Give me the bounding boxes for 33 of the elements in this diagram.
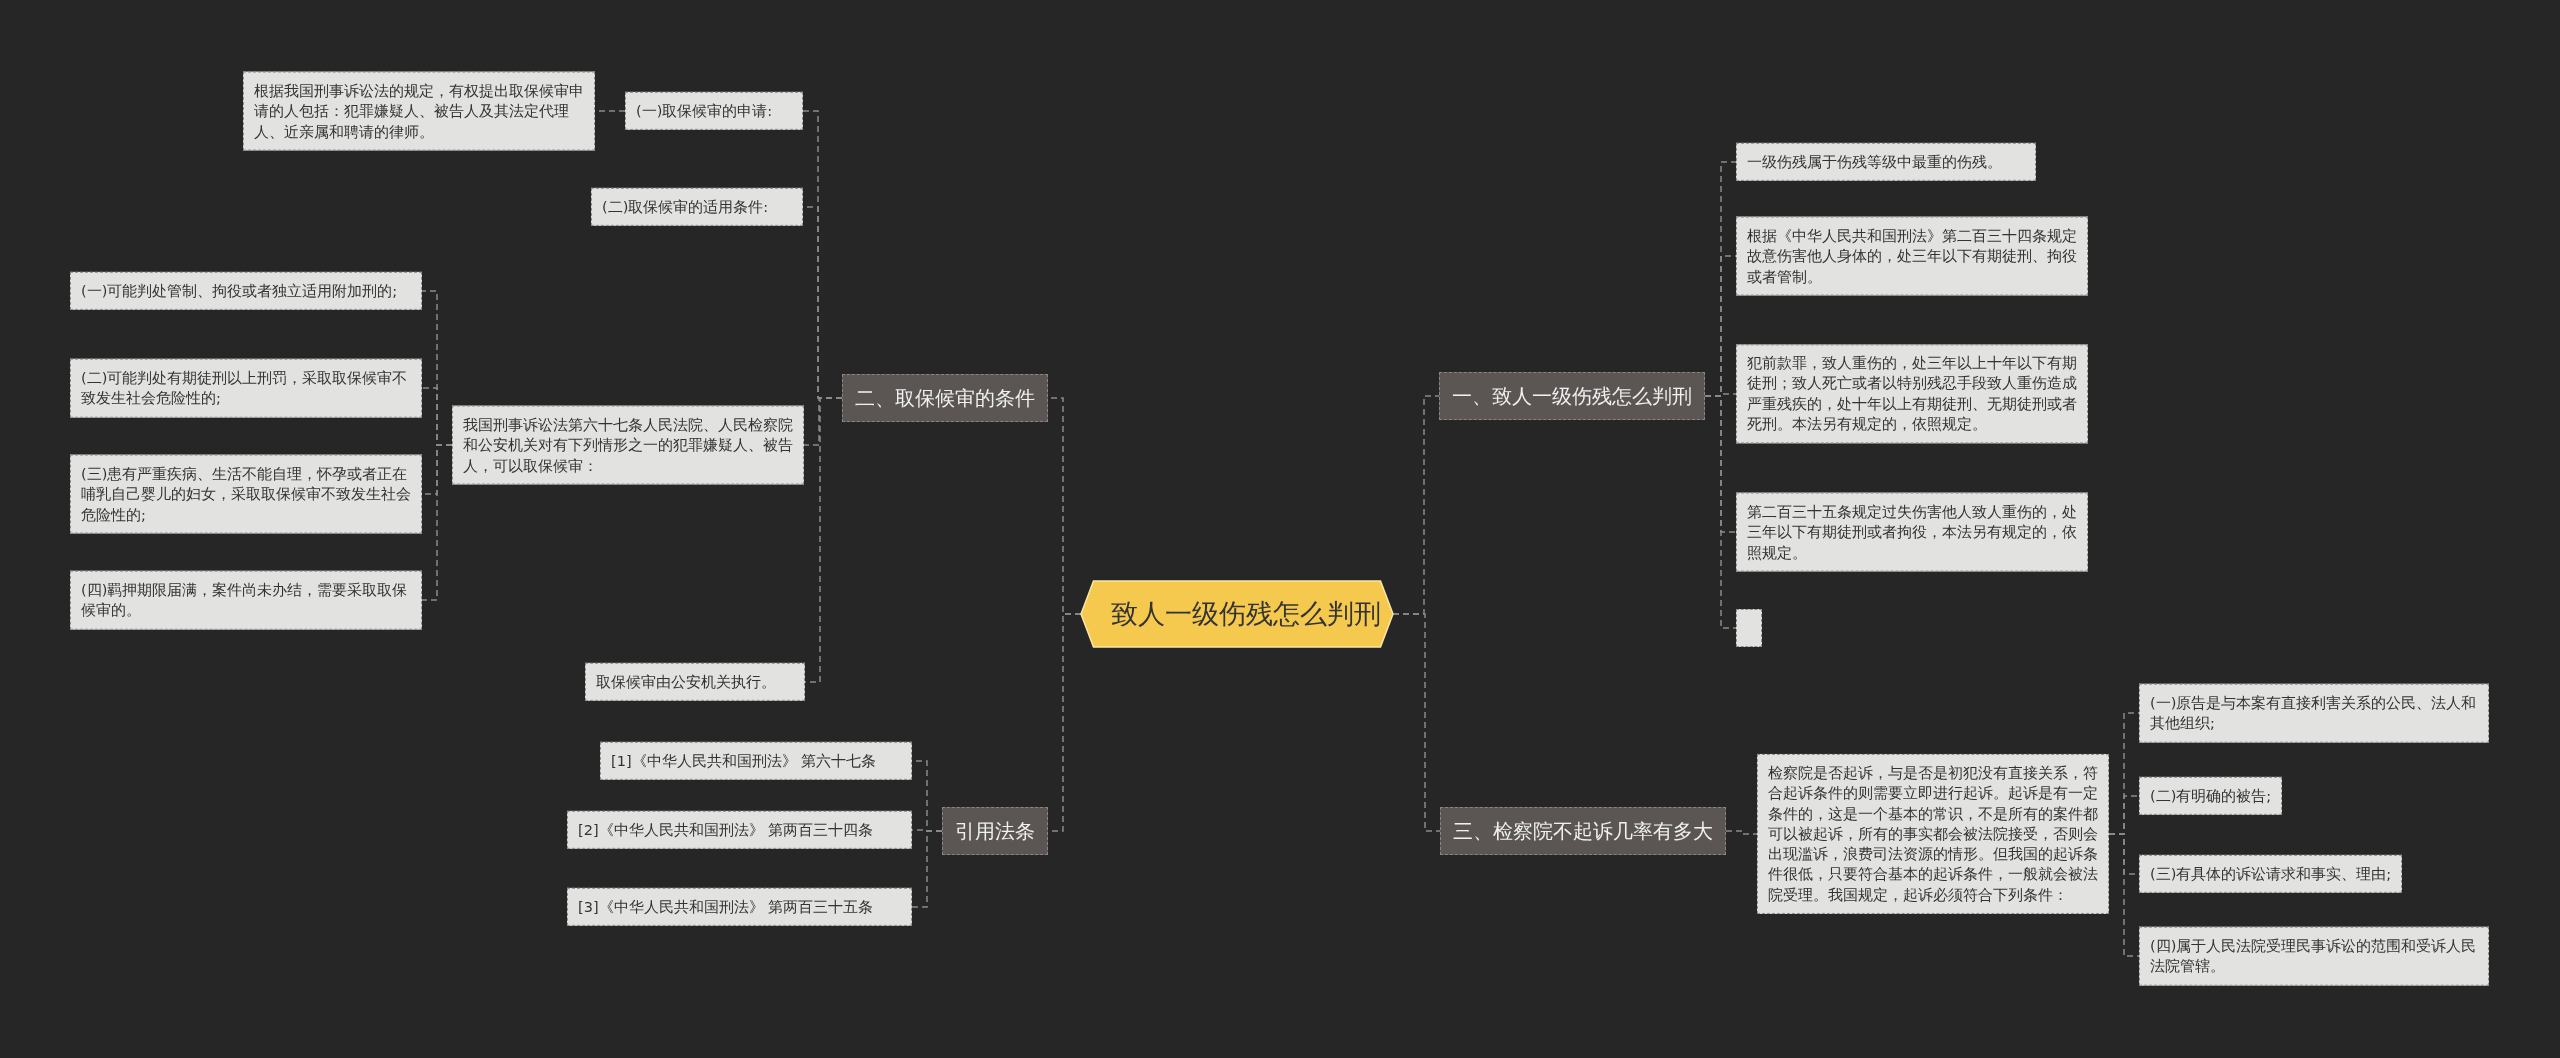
- note-box: (四)羁押期限届满，案件尚未办结，需要采取取保候审的。: [70, 570, 422, 630]
- central-topic-hexagon: 致人一级伤残怎么判刑: [1081, 581, 1393, 647]
- note-box: (一)取保候审的申请:: [625, 91, 803, 131]
- note-box: 根据《中华人民共和国刑法》第二百三十四条规定故意伤害他人身体的，处三年以下有期徒刑、拘役或者管制。: [1736, 216, 2088, 296]
- note-box: (二)可能判处有期徒刑以上刑罚，采取取保候审不致发生社会危险性的;: [70, 358, 422, 418]
- connector-line: [2108, 833, 2140, 957]
- note-box: 取保候审由公安机关执行。: [585, 662, 805, 702]
- note-box: 一级伤残属于伤残等级中最重的伤残。: [1736, 142, 2036, 182]
- note-box: (一)原告是与本案有直接利害关系的公民、法人和其他组织;: [2139, 683, 2489, 743]
- note-box: (三)患有严重疾病、生活不能自理，怀孕或者正在哺乳自己婴儿的妇女，采取取保候审不致发生社会危险性的;: [70, 454, 422, 534]
- connector-line: [1392, 613, 1441, 832]
- note-box: [2]《中华人民共和国刑法》 第两百三十四条: [567, 810, 912, 850]
- note-box: [1]《中华人民共和国刑法》 第六十七条: [600, 741, 912, 781]
- topic-box: 一、致人一级伤残怎么判刑: [1439, 372, 1705, 420]
- topic-box: 二、取保候审的条件: [842, 374, 1048, 422]
- connector-line: [1725, 830, 1758, 835]
- note-box: [3]《中华人民共和国刑法》 第两百三十五条: [567, 887, 912, 927]
- note-box: (二)取保候审的适用条件:: [591, 187, 803, 227]
- note-box: (二)有明确的被告;: [2139, 776, 2283, 816]
- note-box: (四)属于人民法院受理民事诉讼的范围和受诉人民法院管辖。: [2139, 926, 2489, 986]
- note-box: 我国刑事诉讼法第六十七条人民法院、人民检察院和公安机关对有下列情形之一的犯罪嫌疑人、被告人，可以取保候审：: [452, 405, 804, 485]
- connector-line: [421, 444, 453, 601]
- topic-box: 三、检察院不起诉几率有多大: [1440, 807, 1726, 855]
- note-box: 第二百三十五条规定过失伤害他人致人重伤的，处三年以下有期徒刑或者拘役，本法另有规定的，依照规定。: [1736, 492, 2088, 572]
- connector-line: [911, 830, 943, 908]
- note-box: (三)有具体的诉讼请求和事实、理由;: [2139, 854, 2403, 894]
- empty-box: [1736, 609, 1762, 647]
- note-box: 根据我国刑事诉讼法的规定，有权提出取保候审申请的人包括：犯罪嫌疑人、被告人及其法定代理人、近亲属和聘请的律师。: [243, 71, 595, 151]
- topic-box: 引用法条: [942, 807, 1048, 855]
- note-box: (一)可能判处管制、拘役或者独立适用附加刑的;: [70, 271, 422, 311]
- note-box: 检察院是否起诉，与是否是初犯没有直接关系，符合起诉条件的则需要立即进行起诉。起诉是有一定条件的，这是一个基本的常识，不是所有的案件都可以被起诉，所有的事实都会被法院接受，否则会出现滥诉，浪费司法资源的情形。但我国的起诉条件很低，只要符合基本的起诉条件，一般就会被法院受理。我国规定，起诉必须符合下列条件：: [1757, 753, 2109, 915]
- note-box: 犯前款罪，致人重伤的，处三年以上十年以下有期徒刑；致人死亡或者以特别残忍手段致人重伤造成严重残疾的，处十年以上有期徒刑、无期徒刑或者死刑。本法另有规定的，依照规定。: [1736, 344, 2088, 444]
- connector-line: [1704, 395, 1737, 629]
